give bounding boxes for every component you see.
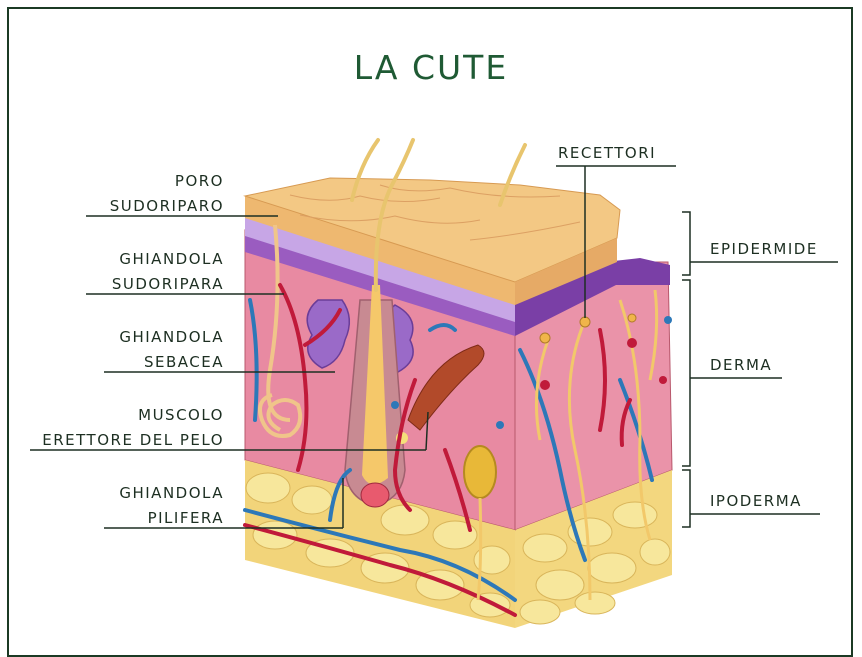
- label-line: GHIANDOLA: [119, 484, 224, 502]
- label-hypodermis: IPODERMA: [710, 492, 802, 510]
- pacinian-corpuscle: [464, 446, 496, 498]
- label-receptors: RECETTORI: [558, 144, 656, 162]
- label-sweat-gland: GHIANDOLA SUDORIPARA: [112, 250, 224, 293]
- label-arrector-pili: MUSCOLO ERETTORE DEL PELO: [42, 406, 224, 449]
- label-hair-gland: GHIANDOLA PILIFERA: [119, 484, 224, 527]
- label-line: PORO: [110, 172, 224, 190]
- label-line: SEBACEA: [119, 353, 224, 371]
- label-line: ERETTORE DEL PELO: [42, 431, 224, 449]
- label-line: PILIFERA: [119, 509, 224, 527]
- label-line: MUSCOLO: [42, 406, 224, 424]
- label-line: SUDORIPARO: [110, 197, 224, 215]
- label-line: SUDORIPARA: [112, 275, 224, 293]
- label-line: GHIANDOLA: [112, 250, 224, 268]
- skin-block: [245, 140, 672, 628]
- label-epidermis: EPIDERMIDE: [710, 240, 818, 258]
- label-sebaceous-gland: GHIANDOLA SEBACEA: [119, 328, 224, 371]
- label-sweat-pore: PORO SUDORIPARO: [110, 172, 224, 215]
- label-dermis: DERMA: [710, 356, 772, 374]
- label-line: GHIANDOLA: [119, 328, 224, 346]
